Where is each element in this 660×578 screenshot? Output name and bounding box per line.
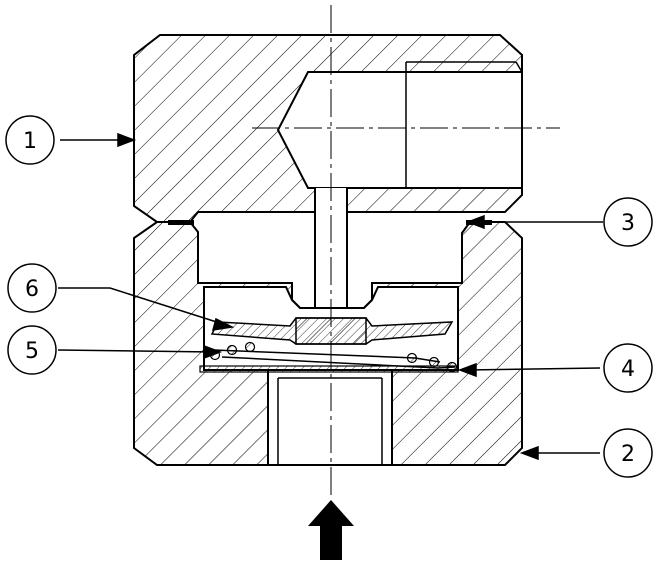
callout-2-bubble xyxy=(603,428,653,478)
callout-4: 4 xyxy=(603,343,653,393)
callout-5: 5 xyxy=(7,325,57,375)
callout-3-bubble xyxy=(603,197,653,247)
seal-ring-left xyxy=(168,220,194,225)
callout-3-label: 3 xyxy=(621,211,635,236)
callout-2: 2 xyxy=(603,428,653,478)
callout-6-bubble xyxy=(7,263,57,313)
arrow-up-icon xyxy=(308,500,354,560)
callout-2-label: 2 xyxy=(621,442,635,467)
callout-1: 1 xyxy=(5,115,55,165)
callout-4-label: 4 xyxy=(621,357,635,382)
seat-washer xyxy=(199,365,459,373)
callout-3: 3 xyxy=(603,197,653,247)
callout-6: 6 xyxy=(7,263,57,313)
callout-1-bubble xyxy=(5,115,55,165)
inlet-bore xyxy=(267,369,393,466)
callout-5-label: 5 xyxy=(25,339,39,364)
callout-4-bubble xyxy=(603,343,653,393)
callout-1-label: 1 xyxy=(23,129,37,154)
outlet-bore xyxy=(276,71,523,189)
leader-lines xyxy=(57,132,603,461)
callout-6-label: 6 xyxy=(25,277,39,302)
callout-5-bubble xyxy=(7,325,57,375)
